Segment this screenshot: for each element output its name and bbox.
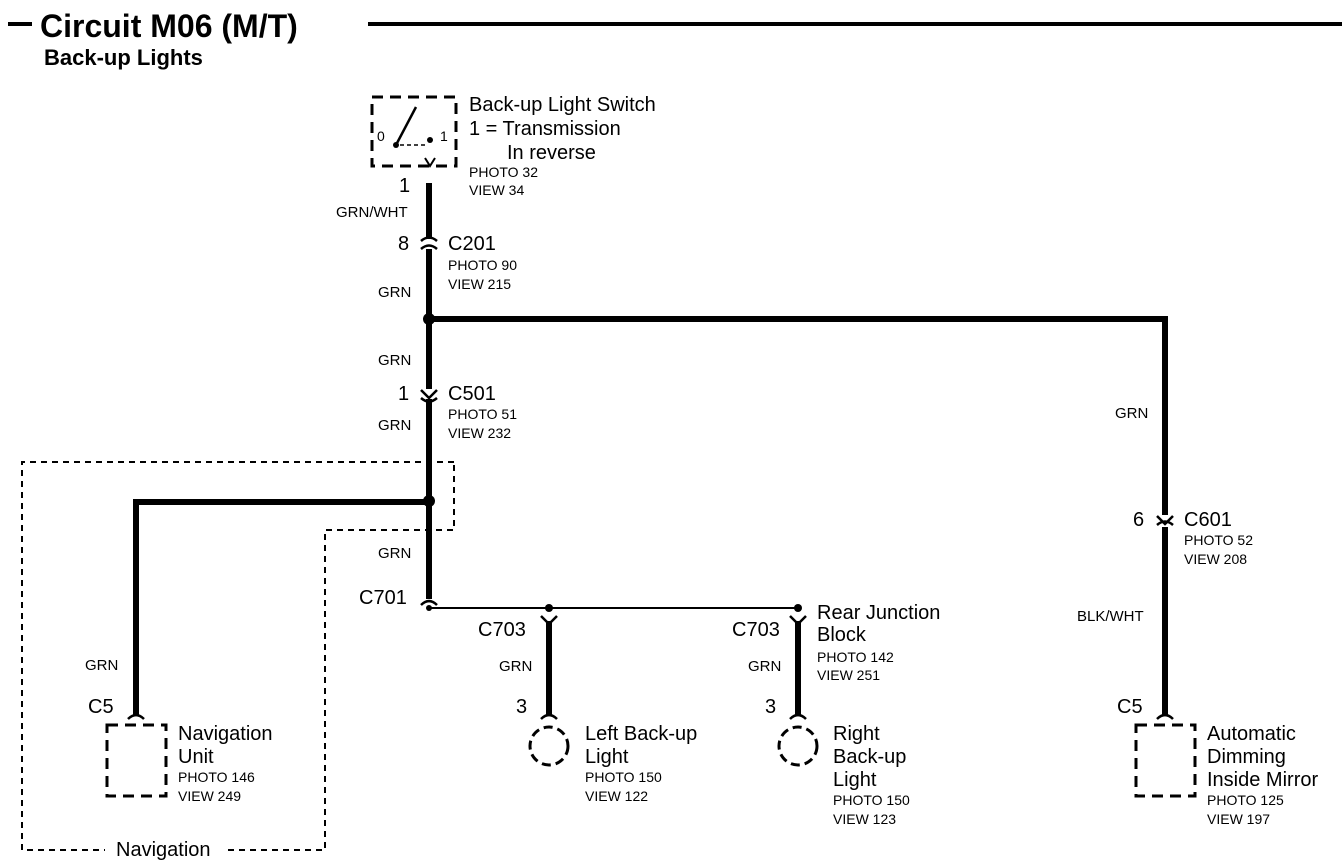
c703-left-pin: 3 — [516, 696, 527, 718]
wire-to-c601 — [426, 316, 1168, 515]
left-light-photo: PHOTO 150 — [585, 769, 662, 785]
junction-node-left — [545, 604, 553, 612]
c601-photo: PHOTO 52 — [1184, 532, 1253, 548]
c201-photo: PHOTO 90 — [448, 257, 517, 273]
switch-position-0: 0 — [377, 128, 385, 144]
c601-name: C601 — [1184, 509, 1232, 531]
page-subtitle: Back-up Lights — [44, 45, 203, 70]
switch-desc-line2: In reverse — [507, 142, 596, 164]
c601-pin: 6 — [1133, 509, 1144, 531]
left-bulb — [528, 725, 570, 767]
right-light-line3: Light — [833, 769, 877, 791]
nav-unit-line1: Navigation — [178, 723, 273, 745]
switch-contact-0 — [393, 142, 399, 148]
nav-unit-photo: PHOTO 146 — [178, 769, 255, 785]
switch-name: Back-up Light Switch — [469, 94, 656, 116]
navigation-option-outline: Navigation — [21, 461, 455, 861]
wire-label-grn-right: GRN — [748, 658, 781, 675]
splice-lower — [423, 495, 435, 507]
right-light-line1: Right — [833, 723, 880, 745]
c201-name: C201 — [448, 233, 496, 255]
switch-desc-line1: 1 = Transmission — [469, 118, 621, 140]
rjb-line2: Block — [817, 624, 867, 646]
switch-box — [370, 95, 458, 168]
rear-junction-block: Rear Junction Block PHOTO 142 VIEW 251 — [429, 602, 940, 683]
page-title: Circuit M06 (M/T) — [40, 8, 298, 44]
mirror-box — [1134, 723, 1197, 798]
right-bulb — [777, 725, 819, 767]
splice-upper — [423, 313, 435, 325]
left-light-line1: Left Back-up — [585, 723, 697, 745]
left-light-line2: Light — [585, 746, 629, 768]
c501-pin: 1 — [398, 383, 409, 405]
c501-name: C501 — [448, 383, 496, 405]
mirror-line2: Dimming — [1207, 746, 1286, 768]
rjb-photo: PHOTO 142 — [817, 649, 894, 665]
rjb-line1: Rear Junction — [817, 602, 940, 624]
navigation-option-label: Navigation — [116, 839, 211, 861]
wire-to-navigation — [133, 499, 432, 715]
c201-view: VIEW 215 — [448, 276, 511, 292]
main-wires — [133, 183, 1168, 715]
connector-c201: 8 C201 PHOTO 90 VIEW 215 — [398, 233, 517, 292]
c701-name: C701 — [359, 587, 407, 609]
rjb-view: VIEW 251 — [817, 667, 880, 683]
mirror-photo: PHOTO 125 — [1207, 792, 1284, 808]
right-light-line2: Back-up — [833, 746, 906, 768]
wire-label-grn-1: GRN — [378, 284, 411, 301]
mirror-line3: Inside Mirror — [1207, 769, 1318, 791]
header: Circuit M06 (M/T) Back-up Lights — [8, 8, 1342, 70]
switch-contact-1 — [427, 137, 433, 143]
connector-c701: C701 — [359, 587, 438, 611]
switch-photo: PHOTO 32 — [469, 164, 538, 180]
navigation-unit-box — [105, 723, 168, 798]
c501-photo: PHOTO 51 — [448, 406, 517, 422]
wire-label-blk-wht: BLK/WHT — [1077, 608, 1144, 625]
nav-unit-line2: Unit — [178, 746, 214, 768]
wire-label-grn-wht: GRN/WHT — [336, 204, 408, 221]
c703-right-name: C703 — [732, 619, 780, 641]
switch-output-arrow — [424, 157, 436, 168]
c601-view: VIEW 208 — [1184, 551, 1247, 567]
right-light-photo: PHOTO 150 — [833, 792, 910, 808]
right-backup-light: C703 3 Right Back-up Light PHOTO 150 VIE… — [732, 615, 910, 827]
c5-nav-name: C5 — [88, 696, 114, 718]
right-light-view: VIEW 123 — [833, 811, 896, 827]
c501-view: VIEW 232 — [448, 425, 511, 441]
left-light-view: VIEW 122 — [585, 788, 648, 804]
junction-node-right — [794, 604, 802, 612]
wire-label-grn-2: GRN — [378, 352, 411, 369]
switch-lever — [394, 106, 418, 146]
c201-pin: 8 — [398, 233, 409, 255]
wire-label-grn-left: GRN — [499, 658, 532, 675]
left-backup-light: C703 3 Left Back-up Light PHOTO 150 VIEW… — [478, 615, 697, 804]
backup-light-switch: 0 1 Back-up Light Switch 1 = Transmissio… — [370, 94, 656, 198]
switch-pin: 1 — [399, 175, 410, 197]
wire-labels: GRN/WHT GRN GRN GRN GRN GRN BLK/WHT GRN … — [85, 204, 1148, 675]
navigation-unit: C5 Navigation Unit PHOTO 146 VIEW 249 — [88, 696, 273, 804]
nav-unit-view: VIEW 249 — [178, 788, 241, 804]
mirror-view: VIEW 197 — [1207, 811, 1270, 827]
connector-c601: 6 C601 PHOTO 52 VIEW 208 — [1133, 509, 1253, 567]
mirror-line1: Automatic — [1207, 723, 1296, 745]
wire-label-grn-nav: GRN — [85, 657, 118, 674]
c703-right-pin: 3 — [765, 696, 776, 718]
inside-mirror: C5 Automatic Dimming Inside Mirror PHOTO… — [1117, 696, 1318, 827]
switch-position-1: 1 — [440, 128, 448, 144]
wire-label-grn-3: GRN — [378, 417, 411, 434]
wire-label-grn-4: GRN — [378, 545, 411, 562]
c5-mirror-name: C5 — [1117, 696, 1143, 718]
connector-c501: 1 C501 PHOTO 51 VIEW 232 — [398, 383, 517, 441]
wire-label-grn-mirror: GRN — [1115, 405, 1148, 422]
c703-left-name: C703 — [478, 619, 526, 641]
switch-view: VIEW 34 — [469, 182, 524, 198]
